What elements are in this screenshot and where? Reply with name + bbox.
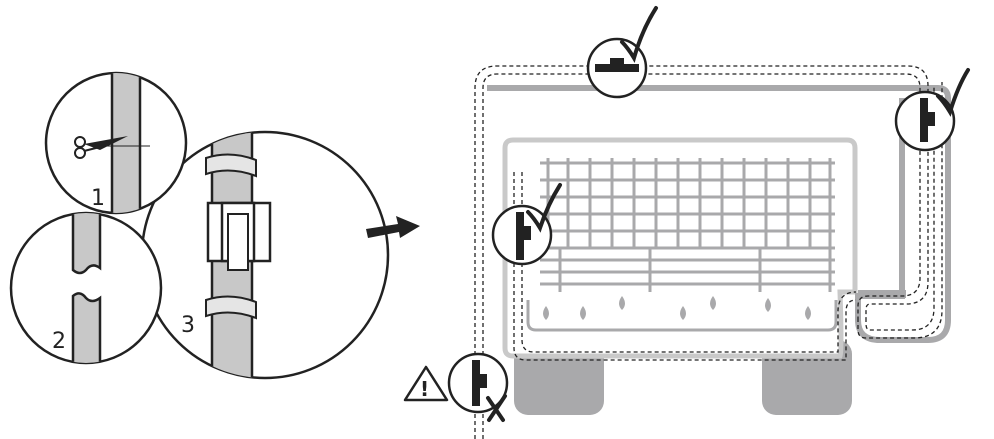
step1-cut-tube: 1 xyxy=(44,71,188,215)
step3-splice-detail: 3 xyxy=(140,130,390,380)
step3-label: 3 xyxy=(181,313,195,338)
water-drops xyxy=(543,296,811,320)
checkmark-icon xyxy=(526,183,562,233)
check-left-clip xyxy=(491,183,562,266)
wrong-clip-placement: ! xyxy=(403,352,509,422)
checkmark-icon xyxy=(620,6,658,63)
step2-label: 2 xyxy=(52,329,66,354)
step2-cut-ends: 2 xyxy=(9,211,163,365)
warning-mark: ! xyxy=(420,377,429,401)
warning-triangle-icon xyxy=(403,365,449,402)
left-wheel xyxy=(514,340,604,415)
arrow-right-icon xyxy=(366,216,420,238)
check-top-clip xyxy=(586,6,658,99)
checkmark-icon xyxy=(936,68,970,117)
drip-tray xyxy=(526,300,838,332)
scissors-icon xyxy=(74,136,128,159)
appliance-diagram xyxy=(474,65,951,439)
evaporator-grid xyxy=(540,158,835,292)
right-wheel xyxy=(762,340,852,415)
check-right-clip xyxy=(894,68,970,152)
heating-cable xyxy=(474,65,943,439)
step1-label: 1 xyxy=(91,186,105,211)
drain-pipe xyxy=(487,85,951,343)
x-mark-icon xyxy=(486,394,507,422)
